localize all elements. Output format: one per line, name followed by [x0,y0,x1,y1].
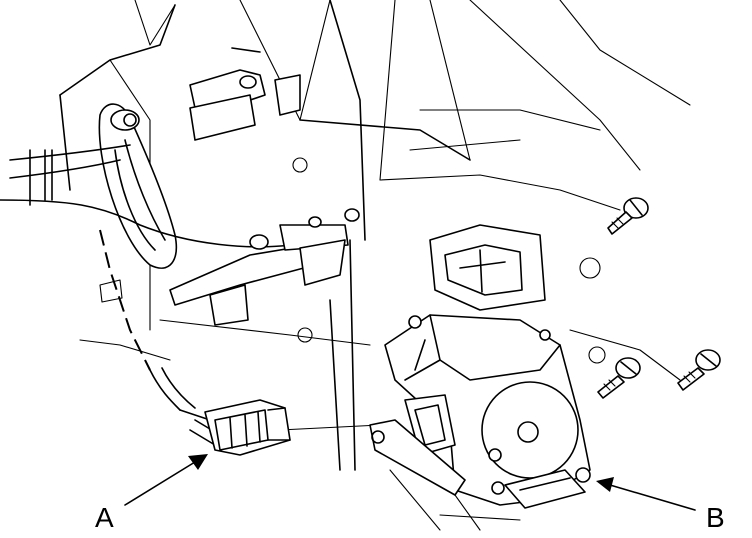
upper-right-socket [429,224,546,311]
callout-label-a: A [95,502,114,533]
callout-label-b: B [706,502,725,533]
housing-outline [59,0,691,531]
screw-right [677,349,721,391]
wire-harness [0,144,291,446]
leader-arrow-a [124,454,208,506]
connector-a [204,399,291,456]
middle-bracket [169,208,360,326]
screw-top [607,197,649,235]
upper-bracket [189,47,301,141]
screw-middle [597,357,641,399]
leader-arrow-b [596,477,696,511]
cable-guide [98,103,177,269]
actuator-b [369,314,591,509]
